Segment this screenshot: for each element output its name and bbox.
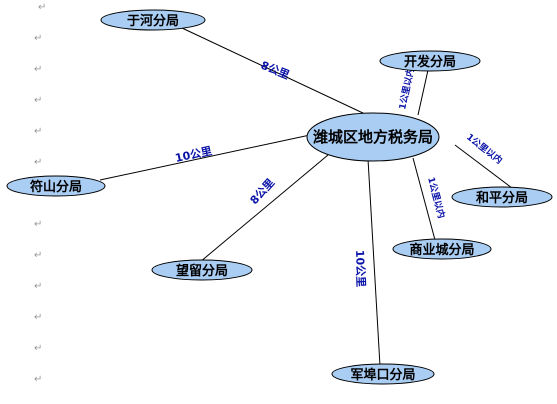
node-shape <box>6 175 106 197</box>
paragraph-mark: ↵ <box>34 64 42 75</box>
paragraph-mark: ↵ <box>34 157 42 168</box>
paragraph-mark: ↵ <box>38 2 46 13</box>
node-label: 军埠口分局 <box>350 367 415 383</box>
edge-kaifa <box>417 69 429 116</box>
node-shape <box>331 363 435 385</box>
edge-label-heping: 1公里以内 <box>464 131 505 166</box>
node-label: 于河分局 <box>127 13 179 29</box>
edge-label-wangliu: 8公里 <box>248 176 278 207</box>
center-node-shape <box>306 112 440 162</box>
node-shape <box>392 238 492 260</box>
node-label: 符山分局 <box>30 179 82 195</box>
paragraph-mark: ↵ <box>34 219 42 230</box>
paragraph-mark: ↵ <box>34 126 42 137</box>
center-node-label: 潍城区地方税务局 <box>313 128 433 146</box>
paragraph-mark: ↵ <box>34 33 42 44</box>
edge-junbukou <box>367 158 381 367</box>
edge-shangye <box>412 157 436 241</box>
node-shape <box>151 259 253 281</box>
node-shape <box>100 9 206 31</box>
paragraph-mark: ↵ <box>34 312 42 323</box>
node-shangye[interactable]: 商业城分局 <box>392 238 492 260</box>
node-label: 望留分局 <box>176 263 228 279</box>
edge-label-yuhe: 8公里 <box>259 59 291 82</box>
node-junbukou[interactable]: 军埠口分局 <box>331 363 435 385</box>
paragraph-mark: ↵ <box>34 95 42 106</box>
edge-wangliu <box>199 154 329 263</box>
paragraph-mark: ↵ <box>34 250 42 261</box>
edge-fushan <box>99 134 311 181</box>
edge-label-shangye: 1公里以内 <box>425 176 448 220</box>
node-shape <box>379 50 481 72</box>
edges <box>99 27 513 367</box>
node-label: 商业城分局 <box>409 242 474 258</box>
node-fushan[interactable]: 符山分局 <box>6 175 106 197</box>
paragraph-mark: ↵ <box>34 374 42 385</box>
node-shape <box>451 186 553 208</box>
edge-yuhe <box>181 27 366 115</box>
edge-label-fushan: 10公里 <box>174 144 213 164</box>
node-label: 和平分局 <box>476 190 528 206</box>
node-label: 开发分局 <box>404 54 456 70</box>
center-node[interactable]: 潍城区地方税务局 <box>306 112 440 162</box>
edge-label-junbukou: 10公里 <box>353 250 367 288</box>
edge-heping <box>454 144 513 189</box>
paragraph-mark: ↵ <box>34 281 42 292</box>
node-wangliu[interactable]: 望留分局 <box>151 259 253 281</box>
node-yuhe[interactable]: 于河分局 <box>100 9 206 31</box>
node-kaifa[interactable]: 开发分局 <box>379 50 481 72</box>
paragraph-mark: ↵ <box>34 343 42 354</box>
edge-label-kaifa: 1公里以内 <box>396 67 417 111</box>
node-heping[interactable]: 和平分局 <box>451 186 553 208</box>
